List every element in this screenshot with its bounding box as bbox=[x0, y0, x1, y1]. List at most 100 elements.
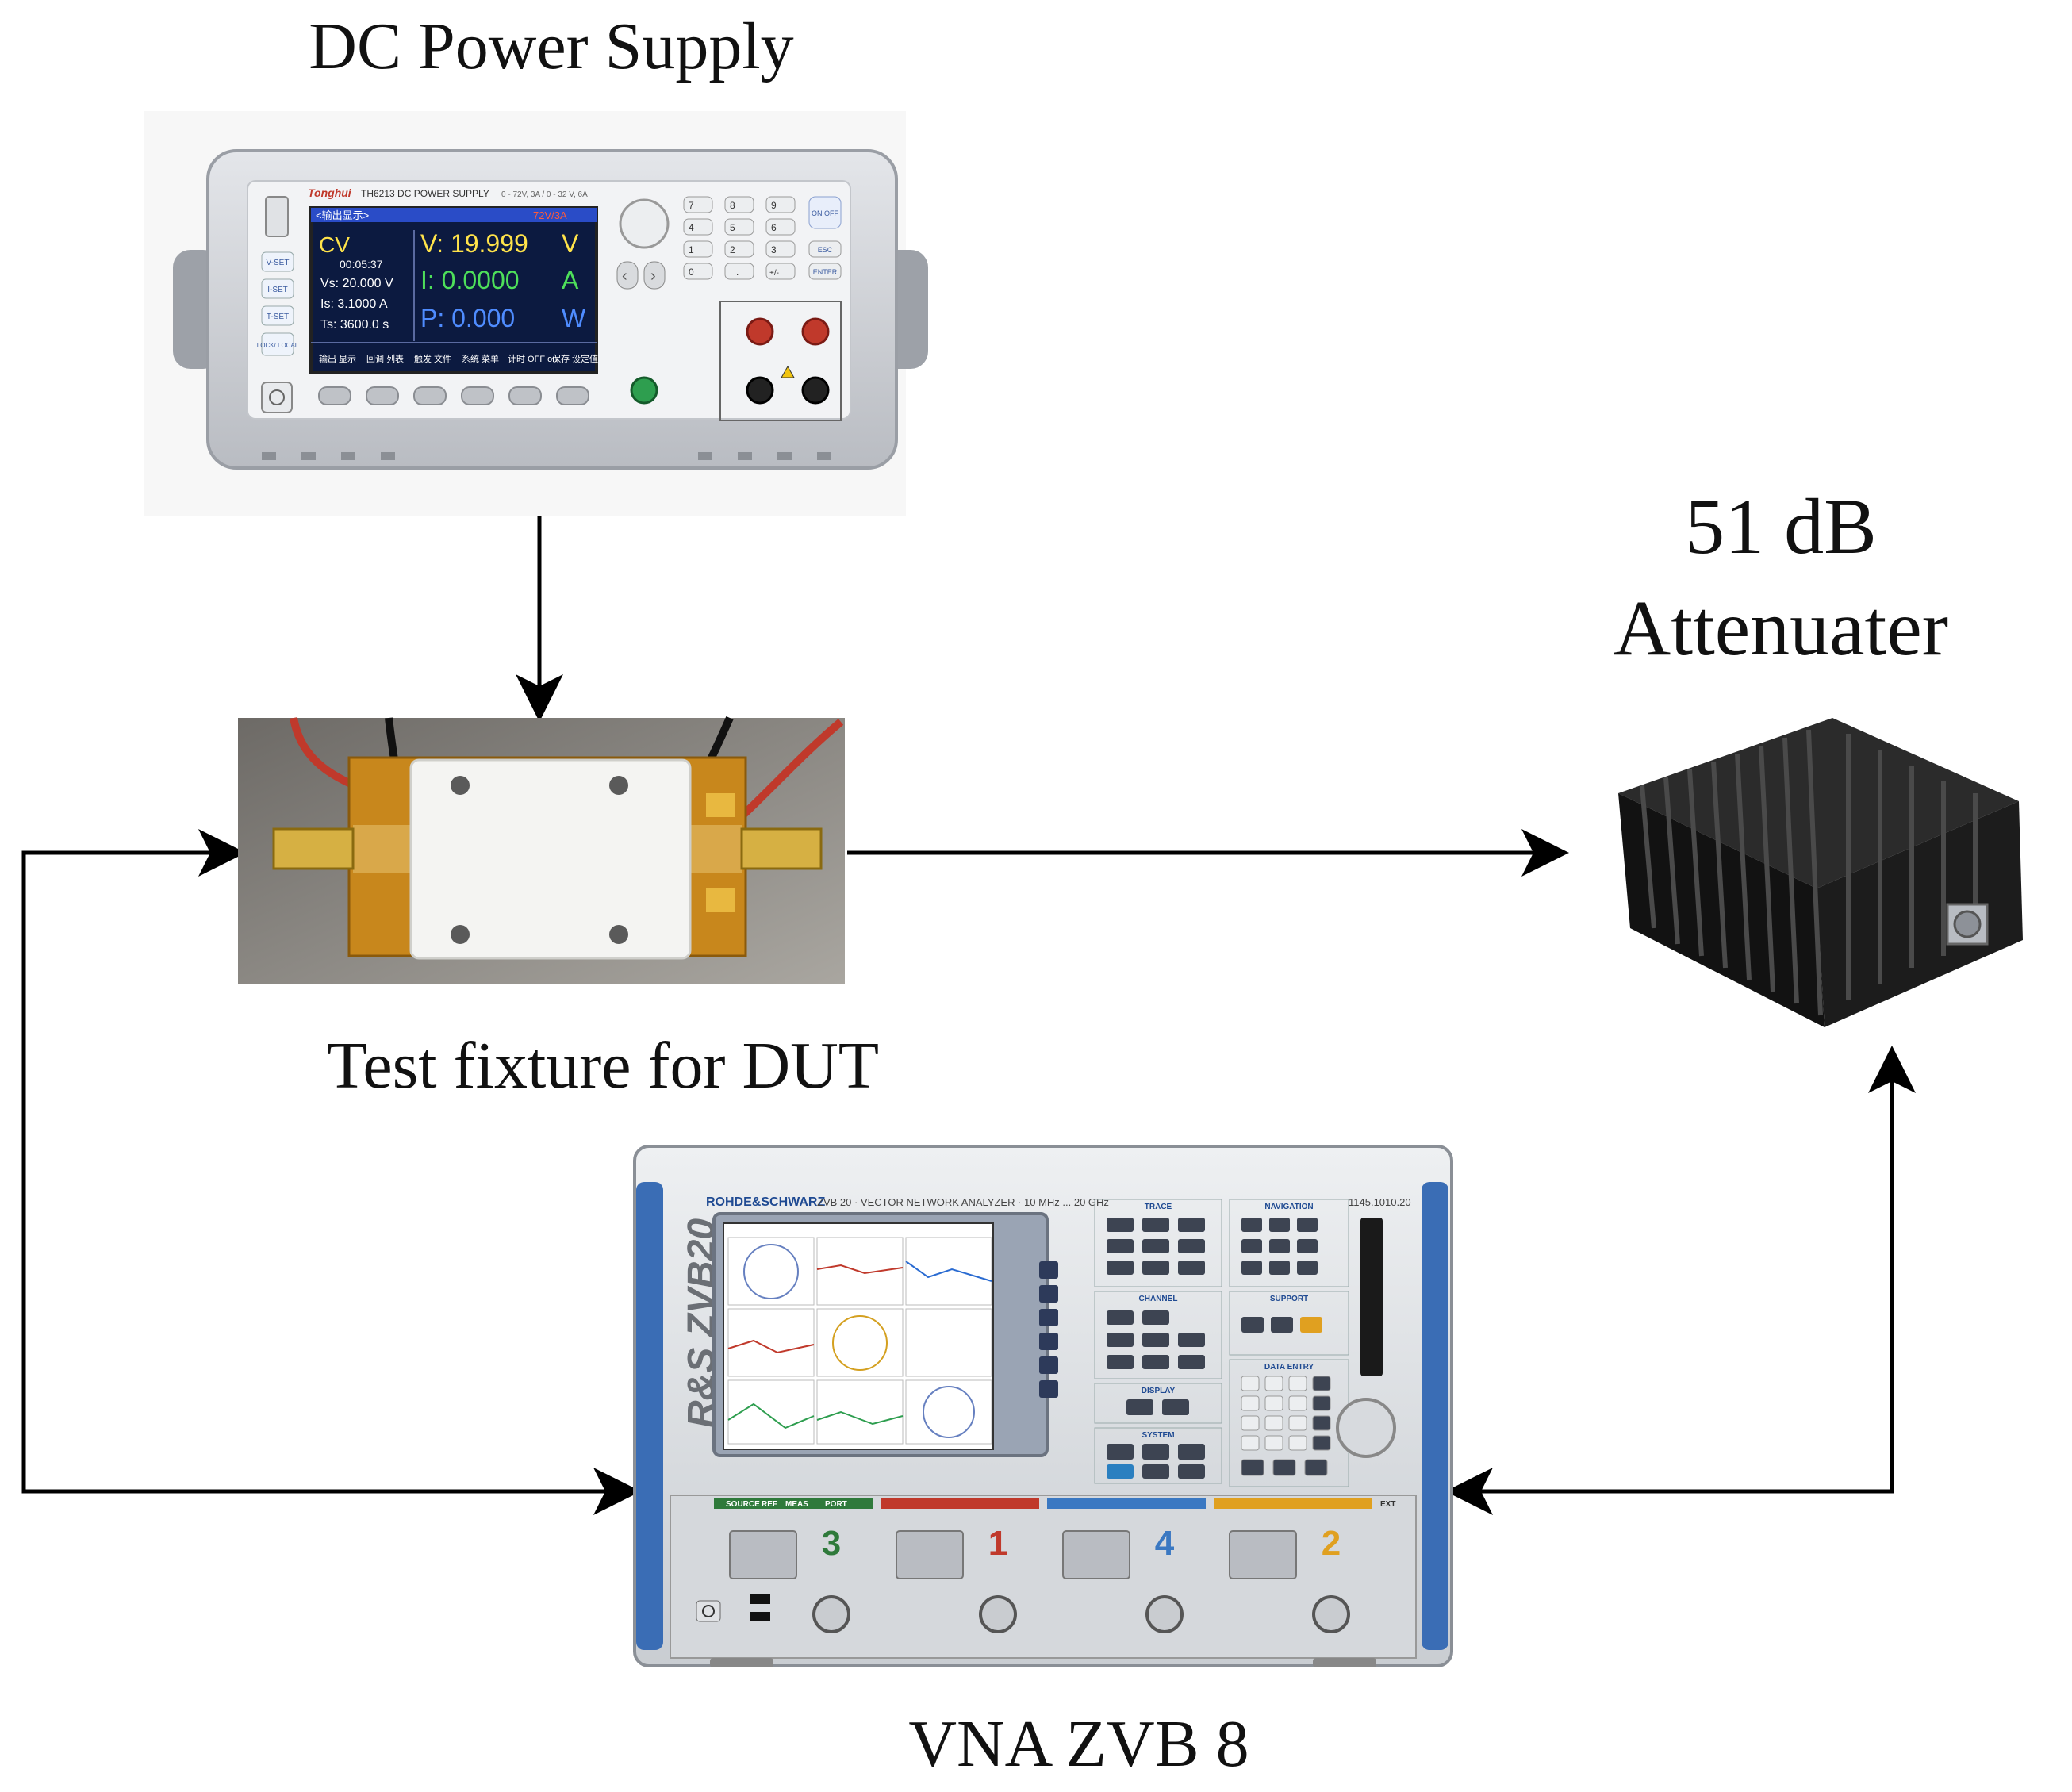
i-set-button[interactable] bbox=[261, 278, 294, 299]
display-power-unit: W bbox=[562, 304, 586, 332]
power-icon bbox=[269, 389, 285, 405]
right-arrow-button[interactable] bbox=[643, 261, 666, 290]
softkey-label-6: 保存 设定值 bbox=[552, 353, 598, 364]
key-7[interactable] bbox=[683, 196, 713, 213]
t-set-label: T-SET bbox=[267, 313, 289, 321]
display-ts: Ts: 3600.0 s bbox=[320, 318, 389, 332]
enter-label: ENTER bbox=[813, 268, 838, 276]
key-6-label: 6 bbox=[771, 222, 777, 233]
lock-local-label: LOCK/ LOCAL bbox=[257, 342, 299, 349]
key-5-label: 5 bbox=[730, 222, 735, 233]
key-5[interactable] bbox=[724, 218, 754, 236]
display-mode: CV bbox=[319, 232, 350, 257]
v-set-button[interactable] bbox=[261, 251, 294, 272]
display-vs: Vs: 20.000 V bbox=[320, 277, 393, 290]
vna-power-button[interactable] bbox=[696, 1600, 721, 1622]
vna-frame-left bbox=[636, 1182, 663, 1650]
softkey-1[interactable] bbox=[318, 386, 351, 405]
key-2[interactable] bbox=[724, 240, 754, 258]
ext-header: EXT bbox=[1380, 1500, 1395, 1509]
psu-display: <输出显示> 72V/3A CV 00:05:37 Vs: 20.000 V I… bbox=[309, 206, 598, 374]
vna-serial: 1145.1010.20 bbox=[1349, 1196, 1411, 1208]
dc-power-supply: Tonghui TH6213 DC POWER SUPPLY 0 - 72V, … bbox=[144, 111, 928, 516]
on-off-label: ON OFF bbox=[812, 209, 838, 217]
softkey-5[interactable] bbox=[508, 386, 542, 405]
fixture-lid bbox=[409, 758, 692, 960]
key-1[interactable] bbox=[683, 240, 713, 258]
key-plus-minus[interactable] bbox=[765, 263, 796, 280]
softkey-label-2: 回调 列表 bbox=[366, 353, 404, 364]
enter-button[interactable] bbox=[808, 263, 842, 280]
softkey-label-1: 输出 显示 bbox=[319, 353, 356, 364]
vna-screen bbox=[723, 1222, 994, 1450]
key-plus-minus-label: +/- bbox=[769, 269, 779, 278]
esc-button[interactable] bbox=[808, 240, 842, 258]
vna-rotary-knob[interactable] bbox=[1336, 1398, 1396, 1458]
psu-power-button[interactable] bbox=[261, 382, 293, 413]
lock-local-button[interactable] bbox=[261, 332, 294, 356]
key-2-label: 2 bbox=[730, 244, 735, 255]
chevron-left-icon: ‹ bbox=[622, 267, 627, 285]
key-8[interactable] bbox=[724, 196, 754, 213]
softkey-2[interactable] bbox=[366, 386, 399, 405]
display-range: 72V/3A bbox=[533, 209, 567, 221]
sma-input-connector bbox=[272, 827, 355, 870]
ground-terminal[interactable] bbox=[630, 376, 658, 405]
display-voltage: V: 19.999 bbox=[420, 229, 528, 258]
key-6[interactable] bbox=[765, 218, 796, 236]
display-power: P: 0.000 bbox=[420, 304, 515, 332]
key-4[interactable] bbox=[683, 218, 713, 236]
usb-port[interactable] bbox=[265, 196, 289, 237]
t-set-button[interactable] bbox=[261, 305, 294, 326]
key-0-label: 0 bbox=[689, 267, 694, 278]
key-0[interactable] bbox=[683, 263, 713, 280]
vna-port-2-connector[interactable] bbox=[1312, 1595, 1350, 1633]
softkey-4[interactable] bbox=[461, 386, 494, 405]
vna-port-3-connector[interactable] bbox=[812, 1595, 850, 1633]
key-3-label: 3 bbox=[771, 244, 777, 255]
vna-frame-right bbox=[1422, 1182, 1448, 1650]
display-is: Is: 3.1000 A bbox=[320, 297, 388, 311]
key-4-label: 4 bbox=[689, 222, 694, 233]
vna-label: VNA ZVB 8 bbox=[908, 1707, 1249, 1781]
rotary-knob[interactable] bbox=[619, 198, 670, 249]
panel-data-entry: DATA ENTRY bbox=[1264, 1363, 1314, 1372]
on-off-button[interactable] bbox=[808, 196, 842, 229]
warning-icon bbox=[781, 365, 795, 378]
port-number-2: 2 bbox=[1322, 1524, 1341, 1563]
panel-system: SYSTEM bbox=[1142, 1431, 1174, 1440]
test-fixture bbox=[238, 716, 845, 984]
sense-plus-terminal[interactable] bbox=[746, 317, 774, 346]
port3-ref-header: REF bbox=[762, 1500, 777, 1509]
display-voltage-unit: V bbox=[562, 229, 579, 258]
key-dot[interactable] bbox=[724, 263, 754, 280]
v-set-label: V-SET bbox=[267, 259, 290, 267]
psu-brand: Tonghui bbox=[308, 186, 352, 199]
vna-port-1-connector[interactable] bbox=[979, 1595, 1017, 1633]
softkey-3[interactable] bbox=[413, 386, 447, 405]
softkey-6[interactable] bbox=[556, 386, 589, 405]
panel-navigation: NAVIGATION bbox=[1264, 1203, 1313, 1211]
display-current-unit: A bbox=[562, 266, 579, 294]
vector-network-analyzer: ROHDE&SCHWARZ ZVB 20 · VECTOR NETWORK AN… bbox=[633, 1145, 1453, 1667]
port-number-1: 1 bbox=[988, 1524, 1007, 1563]
disk-drive-slot bbox=[1360, 1218, 1383, 1376]
port-number-4: 4 bbox=[1155, 1524, 1175, 1563]
left-arrow-button[interactable] bbox=[616, 261, 639, 290]
i-set-label: I-SET bbox=[267, 286, 288, 294]
key-3[interactable] bbox=[765, 240, 796, 258]
psu-spec: 0 - 72V, 3A / 0 - 32 V, 6A bbox=[501, 190, 588, 199]
display-current: I: 0.0000 bbox=[420, 266, 520, 294]
chevron-right-icon: › bbox=[650, 267, 656, 285]
display-timer: 00:05:37 bbox=[340, 258, 383, 271]
power-icon bbox=[702, 1605, 715, 1617]
key-dot-label: . bbox=[736, 267, 739, 278]
key-9[interactable] bbox=[765, 196, 796, 213]
output-minus-terminal[interactable] bbox=[801, 376, 830, 405]
psu-keypad: 7 8 9 4 5 6 1 2 3 0 . +/- bbox=[683, 196, 796, 280]
port3-meas-header: MEAS bbox=[785, 1500, 808, 1509]
output-plus-terminal[interactable] bbox=[801, 317, 830, 346]
sense-minus-terminal[interactable] bbox=[746, 376, 774, 405]
vna-port-4-connector[interactable] bbox=[1145, 1595, 1184, 1633]
